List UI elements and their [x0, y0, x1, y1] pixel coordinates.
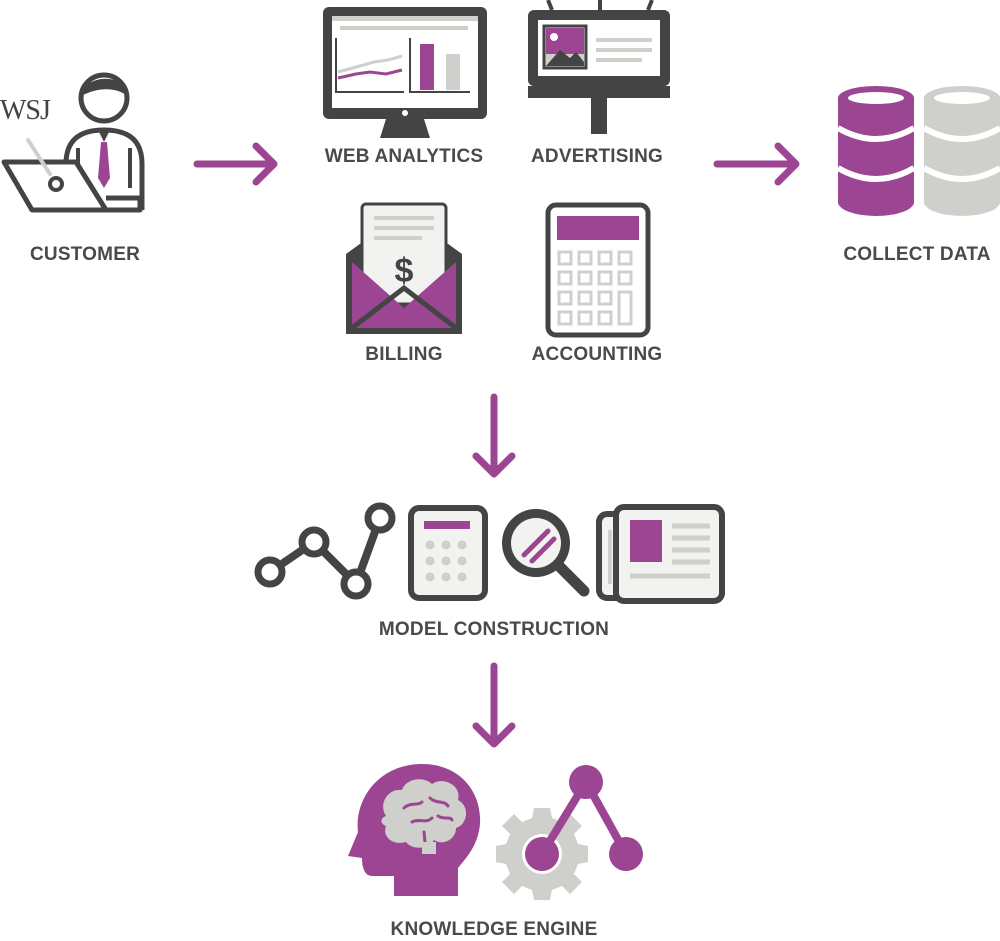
customer-label: CUSTOMER — [30, 244, 140, 265]
model-construction-label: MODEL CONSTRUCTION — [378, 619, 610, 640]
knowledge-engine-label: KNOWLEDGE ENGINE — [390, 919, 598, 940]
brain-head-icon — [348, 764, 481, 896]
svg-text:$: $ — [395, 252, 414, 290]
monitor-chart-icon — [323, 7, 487, 138]
billboard-icon — [528, 0, 670, 134]
databases-icon — [836, 86, 1000, 216]
line-graph-icon — [254, 502, 396, 600]
magnifier-icon — [502, 509, 590, 597]
calculator-icon — [408, 505, 488, 601]
gear-network-icon — [496, 765, 643, 900]
web-analytics-label: WEB ANALYTICS — [324, 146, 484, 167]
person-at-laptop-icon — [1, 72, 145, 213]
advertising-label: ADVERTISING — [530, 146, 664, 167]
accounting-label: ACCOUNTING — [531, 344, 663, 365]
envelope-invoice-icon: $ — [346, 202, 462, 334]
wsj-logo: WSJ — [0, 95, 51, 126]
calculator-icon — [545, 202, 651, 338]
newspaper-icon — [596, 504, 725, 604]
collect-data-label: COLLECT DATA — [843, 244, 991, 265]
billing-label: BILLING — [365, 344, 443, 365]
